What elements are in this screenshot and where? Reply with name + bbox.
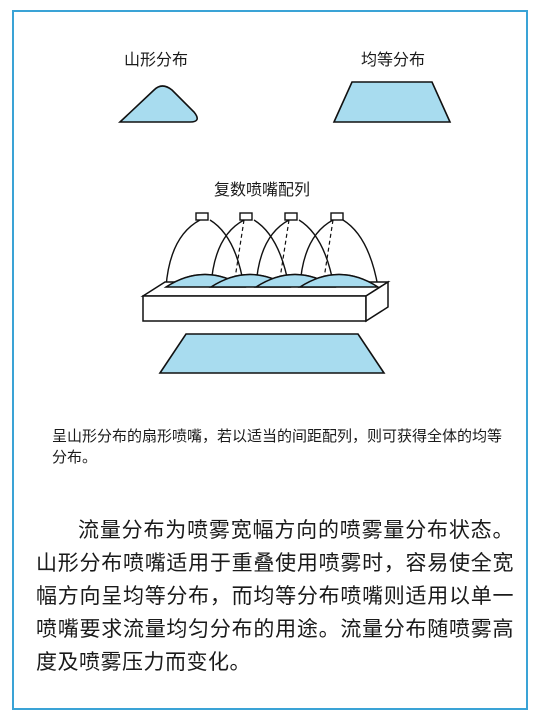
body-paragraph: 流量分布为喷雾宽幅方向的喷雾量分布状态。山形分布喷嘴适用于重叠使用喷雾时，容易使… [36,514,514,679]
nozzle [239,212,253,221]
figure-caption: 呈山形分布的扇形喷嘴，若以适当的间距配列，则可获得全体的均等分布。 [52,427,503,466]
overlap-dashed-lines [233,219,334,286]
label-uniform-distribution: 均等分布 [361,50,426,69]
nozzle [284,212,298,221]
label-multiple-nozzle-array: 复数喷嘴配列 [214,180,311,199]
spray-distribution-diagram [117,81,452,374]
combined-uniform-distribution [158,333,386,374]
label-mountain-distribution: 山形分布 [124,50,189,69]
target-plate [140,280,391,323]
mountain-distribution-shape [117,85,198,123]
nozzle-row [195,212,344,221]
body-paragraph-text: 流量分布为喷雾宽幅方向的喷雾量分布状态。山形分布喷嘴适用于重叠使用喷雾时，容易使… [36,518,514,674]
nozzle [330,212,344,221]
nozzle [195,212,209,221]
uniform-distribution-shape [332,81,452,123]
